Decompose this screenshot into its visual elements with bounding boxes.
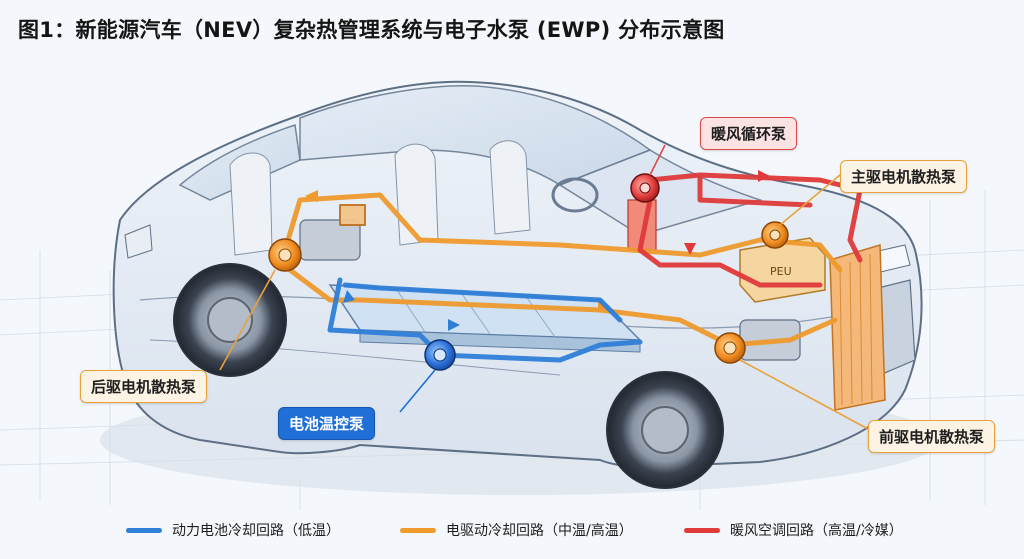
main-motor-pump xyxy=(762,222,788,248)
legend-item-heater: 暖风空调回路（高温/冷媒） xyxy=(684,520,903,540)
legend-item-battery: 动力电池冷却回路（低温） xyxy=(126,520,340,540)
rear-motor-pump-callout: 后驱电机散热泵 xyxy=(80,370,207,403)
legend-label: 动力电池冷却回路（低温） xyxy=(172,520,340,540)
legend-swatch-red xyxy=(684,528,720,533)
battery-pump-callout: 电池温控泵 xyxy=(278,407,375,440)
peu-unit: PEU xyxy=(740,238,825,302)
battery-pump xyxy=(425,340,455,370)
front-wheel xyxy=(607,372,723,488)
legend-label: 暖风空调回路（高温/冷媒） xyxy=(730,520,903,540)
front-motor-pump xyxy=(715,333,745,363)
heater-pump xyxy=(631,174,659,202)
legend-label: 电驱动冷却回路（中温/高温） xyxy=(446,520,633,540)
front-motor-pump-callout: 前驱电机散热泵 xyxy=(868,420,995,453)
legend-swatch-blue xyxy=(126,528,162,533)
rear-motor-pump xyxy=(269,239,301,271)
peu-label: PEU xyxy=(770,265,792,278)
legend-item-drive: 电驱动冷却回路（中温/高温） xyxy=(400,520,633,540)
legend-swatch-orange xyxy=(400,528,436,533)
legend: 动力电池冷却回路（低温） 电驱动冷却回路（中温/高温） 暖风空调回路（高温/冷媒… xyxy=(0,520,1024,542)
heater-pump-callout: 暖风循环泵 xyxy=(700,117,797,150)
main-motor-pump-callout: 主驱电机散热泵 xyxy=(840,160,967,193)
